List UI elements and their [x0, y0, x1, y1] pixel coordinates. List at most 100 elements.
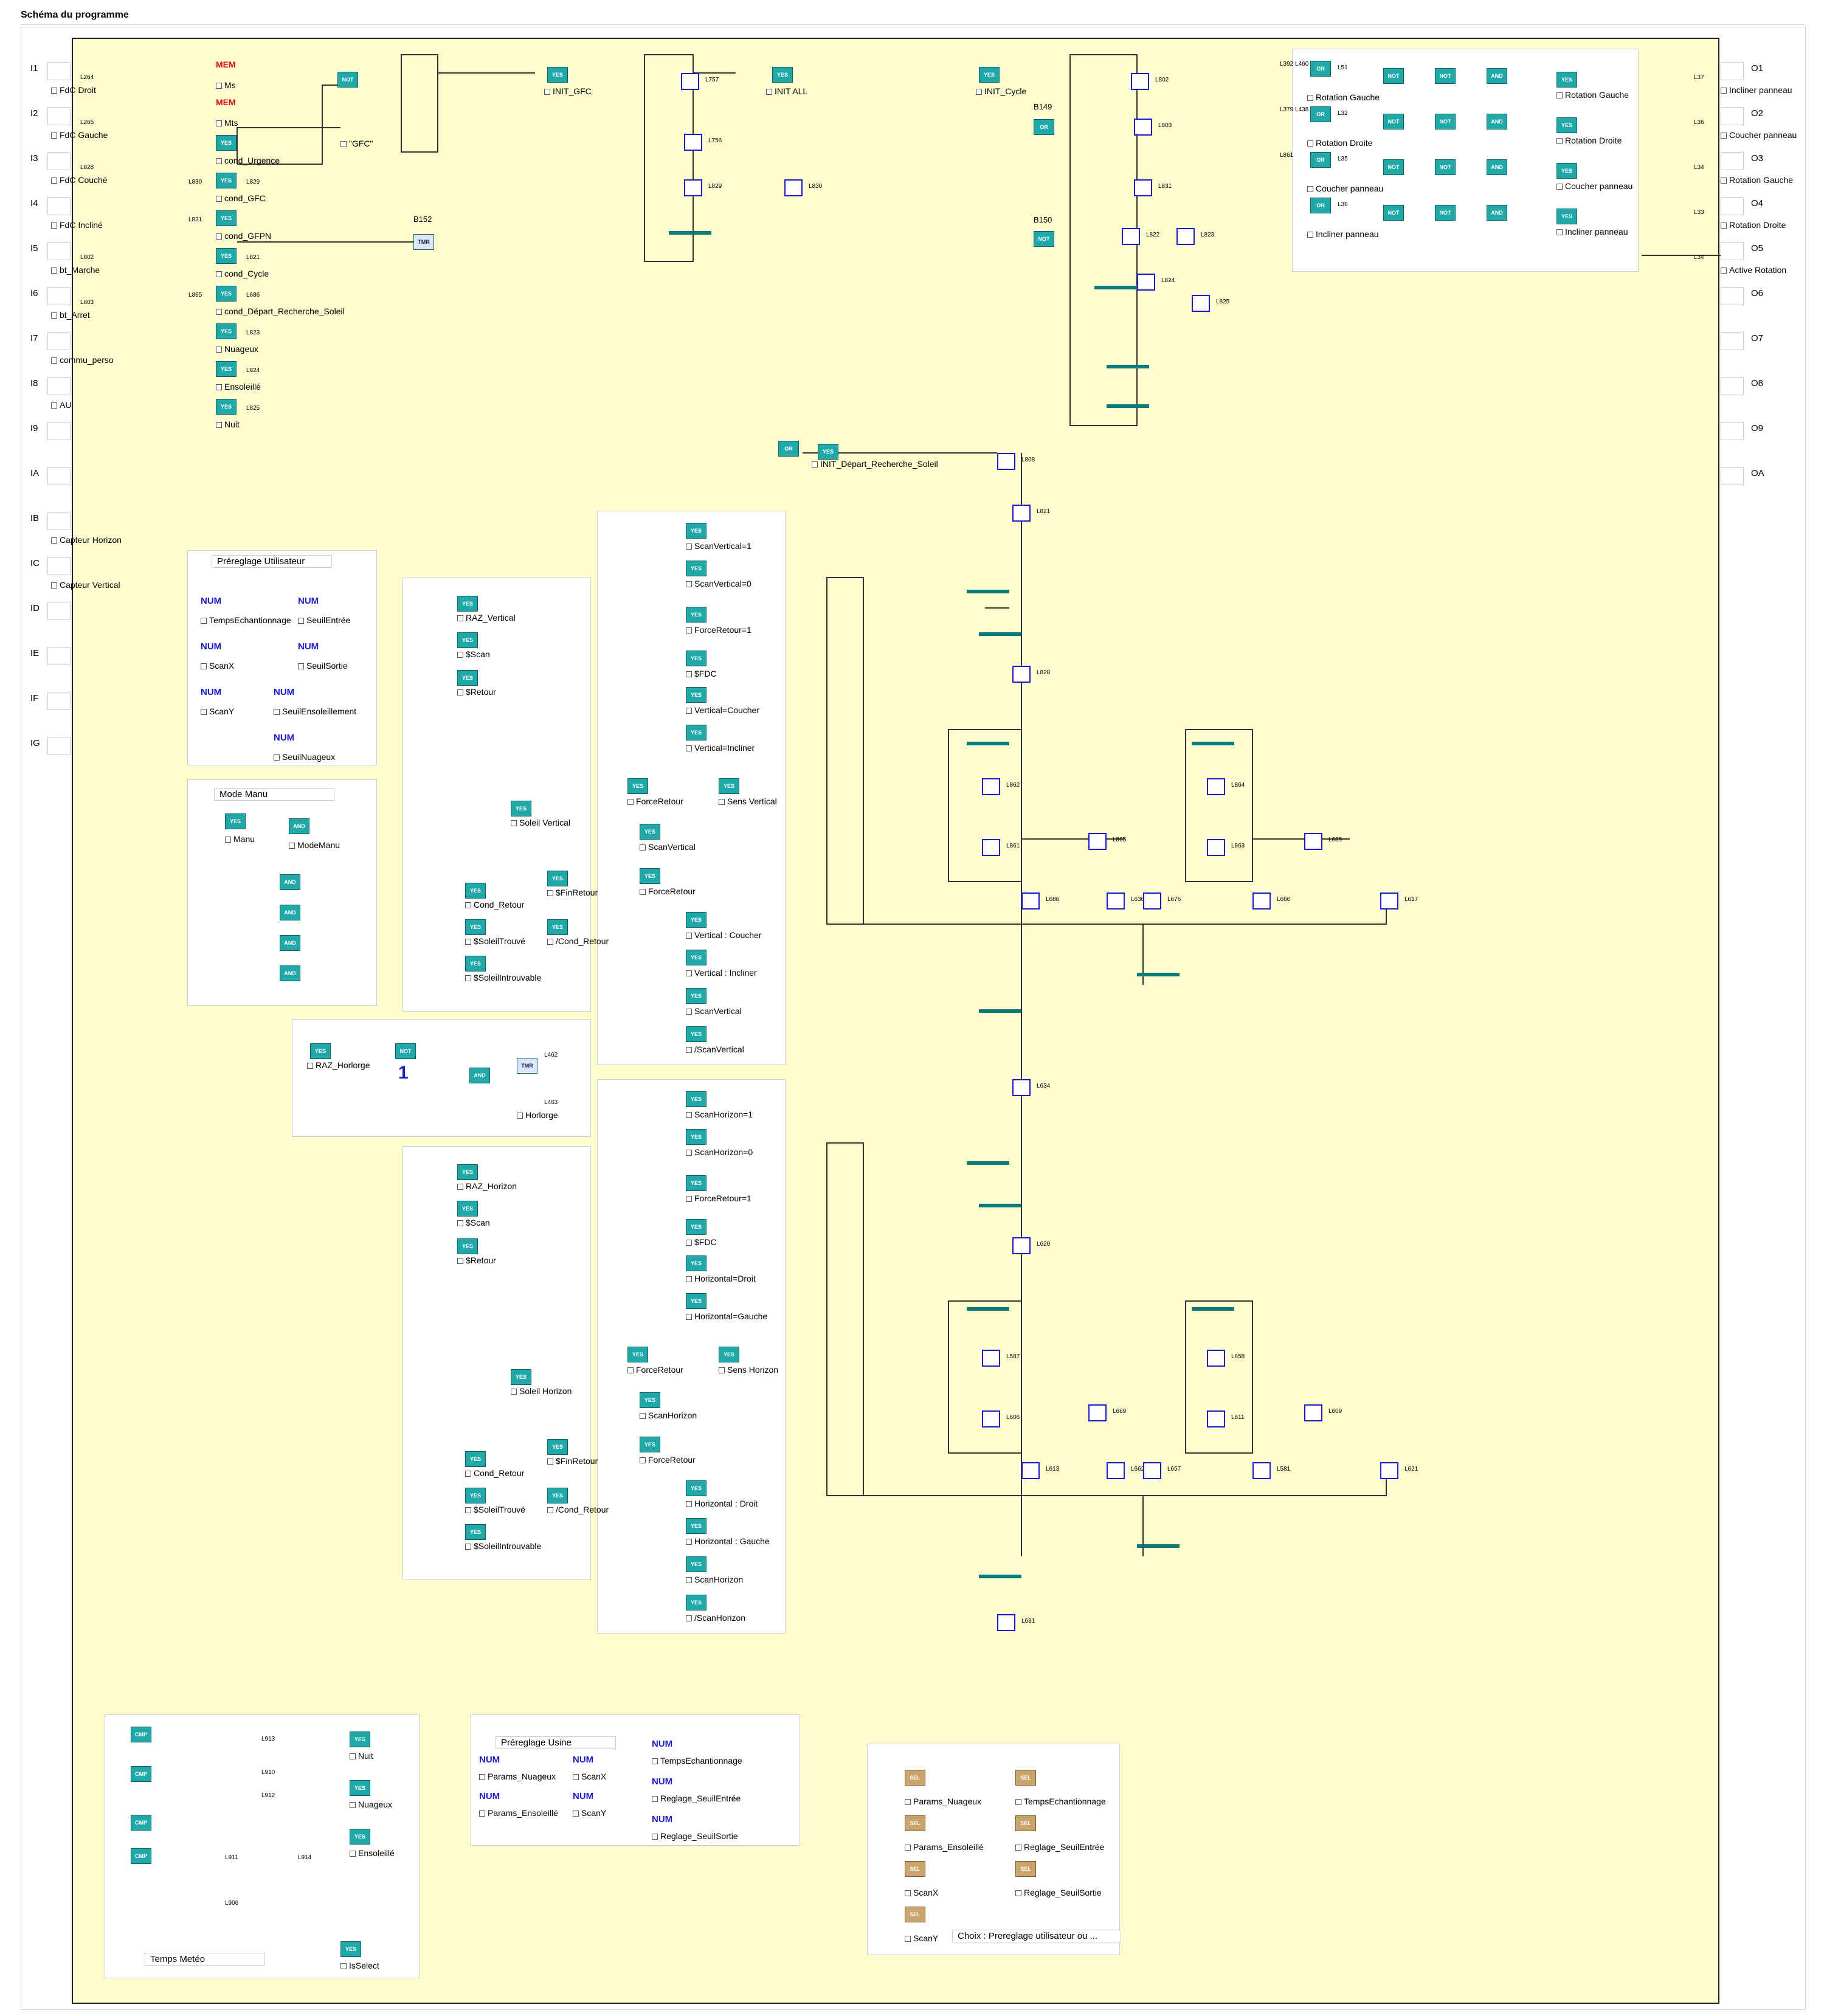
logic-block[interactable]: YES: [686, 988, 706, 1004]
grafcet-step[interactable]: [1088, 833, 1107, 850]
logic-block[interactable]: YES: [627, 778, 648, 794]
and-block[interactable]: AND: [1487, 159, 1507, 175]
not-block[interactable]: NOT: [1383, 114, 1404, 129]
logic-block[interactable]: YES: [640, 824, 660, 840]
or-block[interactable]: OR: [1310, 61, 1331, 77]
yes-block[interactable]: YES: [547, 67, 568, 83]
logic-block[interactable]: YES: [686, 687, 706, 703]
logic-block[interactable]: YES: [457, 632, 478, 648]
and-block[interactable]: AND: [1487, 68, 1507, 84]
grafcet-step[interactable]: [1252, 1462, 1271, 1479]
logic-block[interactable]: YES: [640, 1392, 660, 1408]
logic-block[interactable]: YES: [511, 1369, 531, 1385]
yes-block[interactable]: YES: [216, 323, 237, 339]
grafcet-step[interactable]: [1304, 1404, 1322, 1421]
num-block[interactable]: NUM: [479, 1791, 500, 1801]
input-box[interactable]: [47, 287, 71, 305]
logic-block[interactable]: YES: [457, 1164, 478, 1180]
logic-block[interactable]: YES: [719, 778, 739, 794]
output-box[interactable]: [1721, 107, 1744, 125]
logic-block[interactable]: YES: [686, 1091, 706, 1107]
grafcet-step[interactable]: [1088, 1404, 1107, 1421]
output-box[interactable]: [1721, 197, 1744, 215]
yes-block[interactable]: YES: [1556, 72, 1577, 88]
logic-block[interactable]: YES: [640, 1437, 660, 1452]
grafcet-step[interactable]: [684, 179, 702, 196]
grafcet-step[interactable]: [1012, 1237, 1031, 1254]
mem-block[interactable]: MEM: [216, 60, 236, 69]
output-box[interactable]: [1721, 377, 1744, 395]
output-box[interactable]: [1721, 152, 1744, 170]
mem-block[interactable]: MEM: [216, 97, 236, 107]
input-box[interactable]: [47, 647, 71, 665]
yes-block[interactable]: YES: [216, 248, 237, 264]
input-box[interactable]: [47, 737, 71, 755]
and-block[interactable]: AND: [469, 1068, 490, 1083]
and-block[interactable]: AND: [280, 935, 300, 951]
or-block[interactable]: OR: [778, 441, 799, 457]
num-block[interactable]: NUM: [573, 1755, 594, 1765]
logic-block[interactable]: YES: [686, 1129, 706, 1145]
and-block[interactable]: AND: [280, 905, 300, 920]
grafcet-step[interactable]: [997, 453, 1015, 470]
grafcet-step[interactable]: [1304, 833, 1322, 850]
select-block[interactable]: SEL: [905, 1770, 925, 1786]
output-box[interactable]: [1721, 422, 1744, 440]
logic-block[interactable]: YES: [686, 1518, 706, 1534]
num-block[interactable]: NUM: [652, 1776, 673, 1787]
logic-block[interactable]: YES: [686, 1255, 706, 1271]
select-block[interactable]: SEL: [1015, 1861, 1036, 1877]
logic-block[interactable]: YES: [686, 1219, 706, 1235]
or-block[interactable]: OR: [1310, 152, 1331, 168]
logic-block[interactable]: YES: [686, 1595, 706, 1610]
grafcet-step[interactable]: [1012, 505, 1031, 522]
grafcet-step[interactable]: [1143, 892, 1161, 910]
compare-block[interactable]: CMP: [131, 1848, 151, 1864]
logic-block[interactable]: YES: [465, 1524, 486, 1540]
num-block[interactable]: NUM: [652, 1739, 673, 1749]
not-block[interactable]: NOT: [1435, 159, 1456, 175]
compare-block[interactable]: CMP: [131, 1766, 151, 1782]
grafcet-step[interactable]: [1380, 892, 1398, 910]
input-box[interactable]: [47, 107, 71, 125]
grafcet-step[interactable]: [997, 1614, 1015, 1631]
grafcet-step[interactable]: [1012, 1079, 1031, 1096]
logic-block[interactable]: YES: [640, 868, 660, 884]
grafcet-step[interactable]: [1122, 228, 1140, 245]
num-block[interactable]: NUM: [479, 1755, 500, 1765]
num-block[interactable]: NUM: [201, 687, 222, 697]
grafcet-step[interactable]: [1134, 179, 1152, 196]
yes-block[interactable]: YES: [216, 286, 237, 302]
yes-block[interactable]: YES: [818, 444, 838, 460]
or-block[interactable]: OR: [1310, 198, 1331, 213]
logic-block[interactable]: YES: [457, 1201, 478, 1217]
grafcet-step[interactable]: [684, 134, 702, 151]
grafcet-step[interactable]: [1207, 778, 1225, 795]
timer-block[interactable]: TMR: [413, 234, 434, 250]
num-block[interactable]: NUM: [298, 596, 319, 606]
logic-block[interactable]: YES: [686, 725, 706, 740]
not-block[interactable]: NOT: [1435, 114, 1456, 129]
grafcet-step[interactable]: [1207, 839, 1225, 856]
yes-block[interactable]: YES: [1556, 117, 1577, 133]
and-block[interactable]: AND: [280, 965, 300, 981]
logic-block[interactable]: YES: [686, 607, 706, 623]
grafcet-step[interactable]: [1131, 73, 1149, 90]
logic-block[interactable]: YES: [547, 919, 568, 935]
grafcet-step[interactable]: [1021, 892, 1040, 910]
num-block[interactable]: NUM: [274, 733, 295, 743]
grafcet-step[interactable]: [1134, 119, 1152, 136]
logic-block[interactable]: YES: [465, 883, 486, 899]
logic-block[interactable]: YES: [686, 651, 706, 666]
input-box[interactable]: [47, 242, 71, 260]
input-box[interactable]: [47, 422, 71, 440]
input-box[interactable]: [47, 332, 71, 350]
logic-block[interactable]: YES: [686, 523, 706, 539]
logic-block[interactable]: YES: [465, 1451, 486, 1467]
yes-block[interactable]: YES: [350, 1731, 370, 1747]
grafcet-step[interactable]: [1192, 295, 1210, 312]
num-block[interactable]: NUM: [652, 1814, 673, 1824]
grafcet-step[interactable]: [1021, 1462, 1040, 1479]
yes-block[interactable]: YES: [225, 813, 246, 829]
grafcet-step[interactable]: [982, 1410, 1000, 1427]
